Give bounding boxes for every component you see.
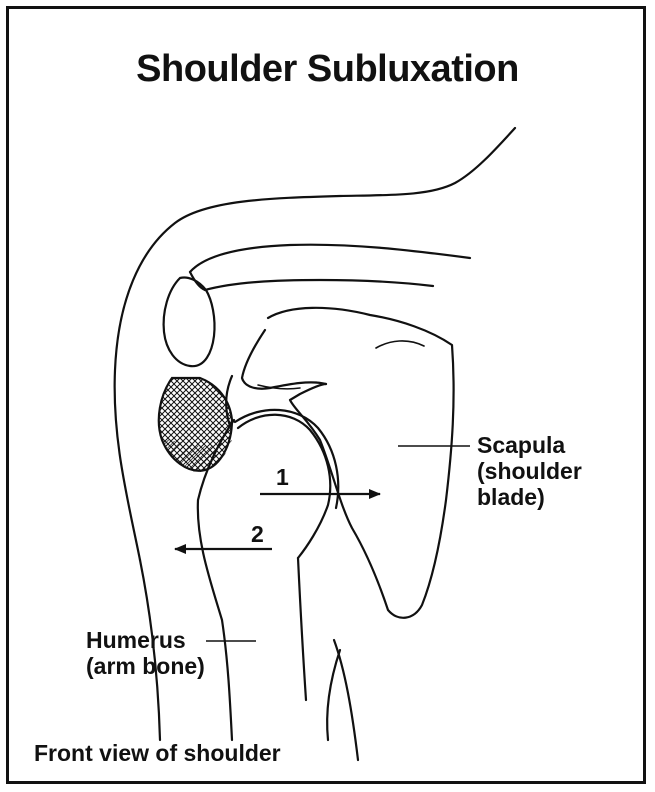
arrow-2-label: 2 (251, 521, 264, 548)
scapula-label-line-2: (shoulder (477, 458, 582, 484)
humerus-label-line-2: (arm bone) (86, 653, 205, 679)
caption: Front view of shoulder (34, 740, 281, 766)
scapula-label: Scapula (shoulder blade) (477, 432, 582, 510)
scapula-label-line-1: Scapula (477, 432, 582, 458)
scapula-outline (268, 308, 454, 618)
coracoid-outline (242, 330, 326, 389)
humerus-label: Humerus (arm bone) (86, 627, 205, 679)
clavicle-lower-outline (205, 280, 433, 290)
shoulder-skin-contour (115, 128, 515, 560)
arrow-1-label: 1 (276, 464, 289, 491)
humerus-label-line-1: Humerus (86, 627, 205, 653)
acromion-outline (164, 278, 215, 367)
scapula-label-line-3: blade) (477, 484, 582, 510)
clavicle-outline (190, 245, 470, 272)
